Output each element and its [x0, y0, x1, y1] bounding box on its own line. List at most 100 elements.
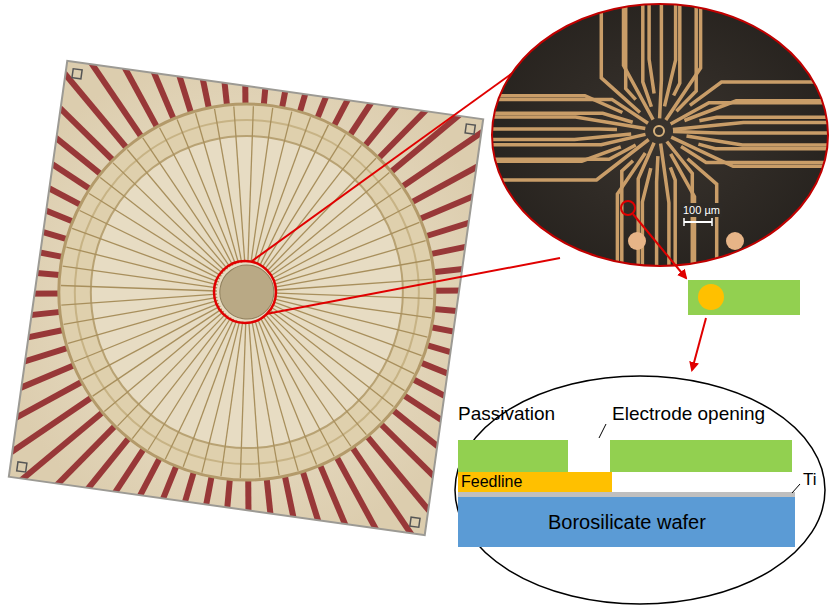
contact-trace	[257, 61, 284, 108]
feedline-trace	[100, 163, 238, 271]
micro-feedline	[676, 0, 696, 111]
feedline-trace	[243, 319, 351, 457]
contact-trace	[73, 61, 175, 130]
culture-ring	[35, 80, 460, 505]
micro-feedline	[699, 117, 830, 121]
layer-label: Ti	[803, 470, 817, 490]
micro-feedline	[673, 132, 830, 134]
feedline-trace	[127, 138, 247, 267]
feedline-trace	[165, 312, 233, 466]
electrode-top-view	[688, 280, 800, 315]
micro-feedline	[673, 123, 830, 130]
alignment-mark	[72, 69, 82, 79]
micro-feedline	[684, 101, 830, 121]
feedline-trace	[268, 145, 376, 283]
micro-feedline	[671, 103, 830, 124]
feedline-trace	[61, 273, 217, 326]
micro-feedline	[665, 0, 676, 106]
micro-feedline	[681, 147, 830, 163]
contact-trace	[22, 61, 142, 150]
micro-feedline	[480, 145, 636, 159]
feedline-trace	[61, 269, 217, 307]
feedline-trace	[267, 305, 421, 373]
feedline-trace	[224, 322, 262, 478]
contact-trace	[333, 61, 400, 135]
layer-label: Passivation	[458, 403, 555, 425]
alignment-mark	[410, 517, 420, 527]
micro-feedline	[698, 144, 830, 149]
feedline-trace	[251, 108, 273, 262]
micro-feedline	[660, 0, 662, 118]
cross-section-border	[455, 376, 825, 604]
micro-feedline	[657, 156, 658, 280]
scale-bar	[711, 218, 713, 226]
micro-feedline	[480, 134, 631, 140]
feedline-trace	[213, 107, 266, 263]
feedline-trace	[248, 317, 368, 446]
feedline-trace	[232, 106, 270, 262]
contact-trace	[9, 311, 66, 378]
micro-feedline	[601, 0, 640, 113]
contact-trace	[247, 476, 301, 535]
feedline-trace	[83, 289, 221, 397]
zoom-arrow	[692, 318, 706, 370]
zoom-circle	[621, 201, 635, 215]
feedline-trace	[142, 128, 250, 266]
chip-edge	[9, 61, 483, 535]
micro-feedline	[661, 144, 669, 281]
reference-pad	[726, 232, 744, 250]
contact-trace	[161, 61, 228, 111]
feedline-trace	[235, 321, 318, 471]
micro-feedline	[674, 0, 680, 96]
contact-trace	[130, 61, 210, 116]
layer-label: Feedline	[461, 472, 522, 492]
feedline-trace	[277, 258, 433, 311]
electrode-opening-dot	[698, 284, 724, 310]
micro-feedline	[687, 136, 830, 145]
contact-trace	[9, 347, 77, 438]
micro-feedline	[617, 153, 645, 280]
micro-feedline	[480, 147, 621, 161]
feedline-trace	[93, 293, 222, 413]
micro-feedline	[638, 143, 654, 280]
feedline-trace	[276, 221, 426, 304]
reference-pad	[628, 232, 646, 250]
layer-label: Electrode opening	[612, 403, 765, 425]
micro-feedline	[671, 137, 830, 166]
contact-trace	[93, 449, 160, 535]
passivation-layer: Passivation	[458, 440, 568, 472]
micro-feedline	[480, 99, 648, 123]
micro-feedline	[642, 168, 650, 280]
scale-bar	[684, 221, 712, 223]
micro-feedline	[480, 134, 646, 144]
leader-line	[792, 484, 800, 493]
scale-label: 100 µm	[681, 203, 722, 217]
wafer-layer: Borosilicate wafer	[458, 497, 795, 547]
zoom-line	[266, 258, 560, 314]
electrode	[654, 126, 664, 136]
contact-trace	[265, 473, 332, 535]
contact-trace	[101, 61, 192, 122]
passivation-layer	[610, 440, 792, 472]
contact-trace	[228, 477, 269, 535]
micro-feedline	[480, 127, 617, 131]
contact-trace	[9, 255, 63, 282]
culture-well	[71, 116, 423, 468]
scale-bar	[683, 218, 685, 226]
micro-feedline	[624, 0, 654, 120]
contact-trace	[9, 139, 90, 206]
contact-trace	[9, 329, 70, 409]
feedline-layer: Feedline	[458, 472, 612, 492]
layer-label: Borosilicate wafer	[548, 511, 706, 534]
feedline-trace	[277, 277, 433, 315]
contact-trace	[39, 426, 130, 536]
contact-trace	[9, 292, 63, 346]
feedline-trace	[228, 322, 281, 478]
contact-trace	[428, 206, 483, 273]
micro-feedline	[480, 113, 633, 122]
alignment-mark	[465, 124, 475, 134]
leader-line	[599, 424, 606, 438]
feedline-trace	[68, 280, 218, 363]
feedline-trace	[221, 322, 243, 476]
alignment-mark	[17, 462, 27, 472]
